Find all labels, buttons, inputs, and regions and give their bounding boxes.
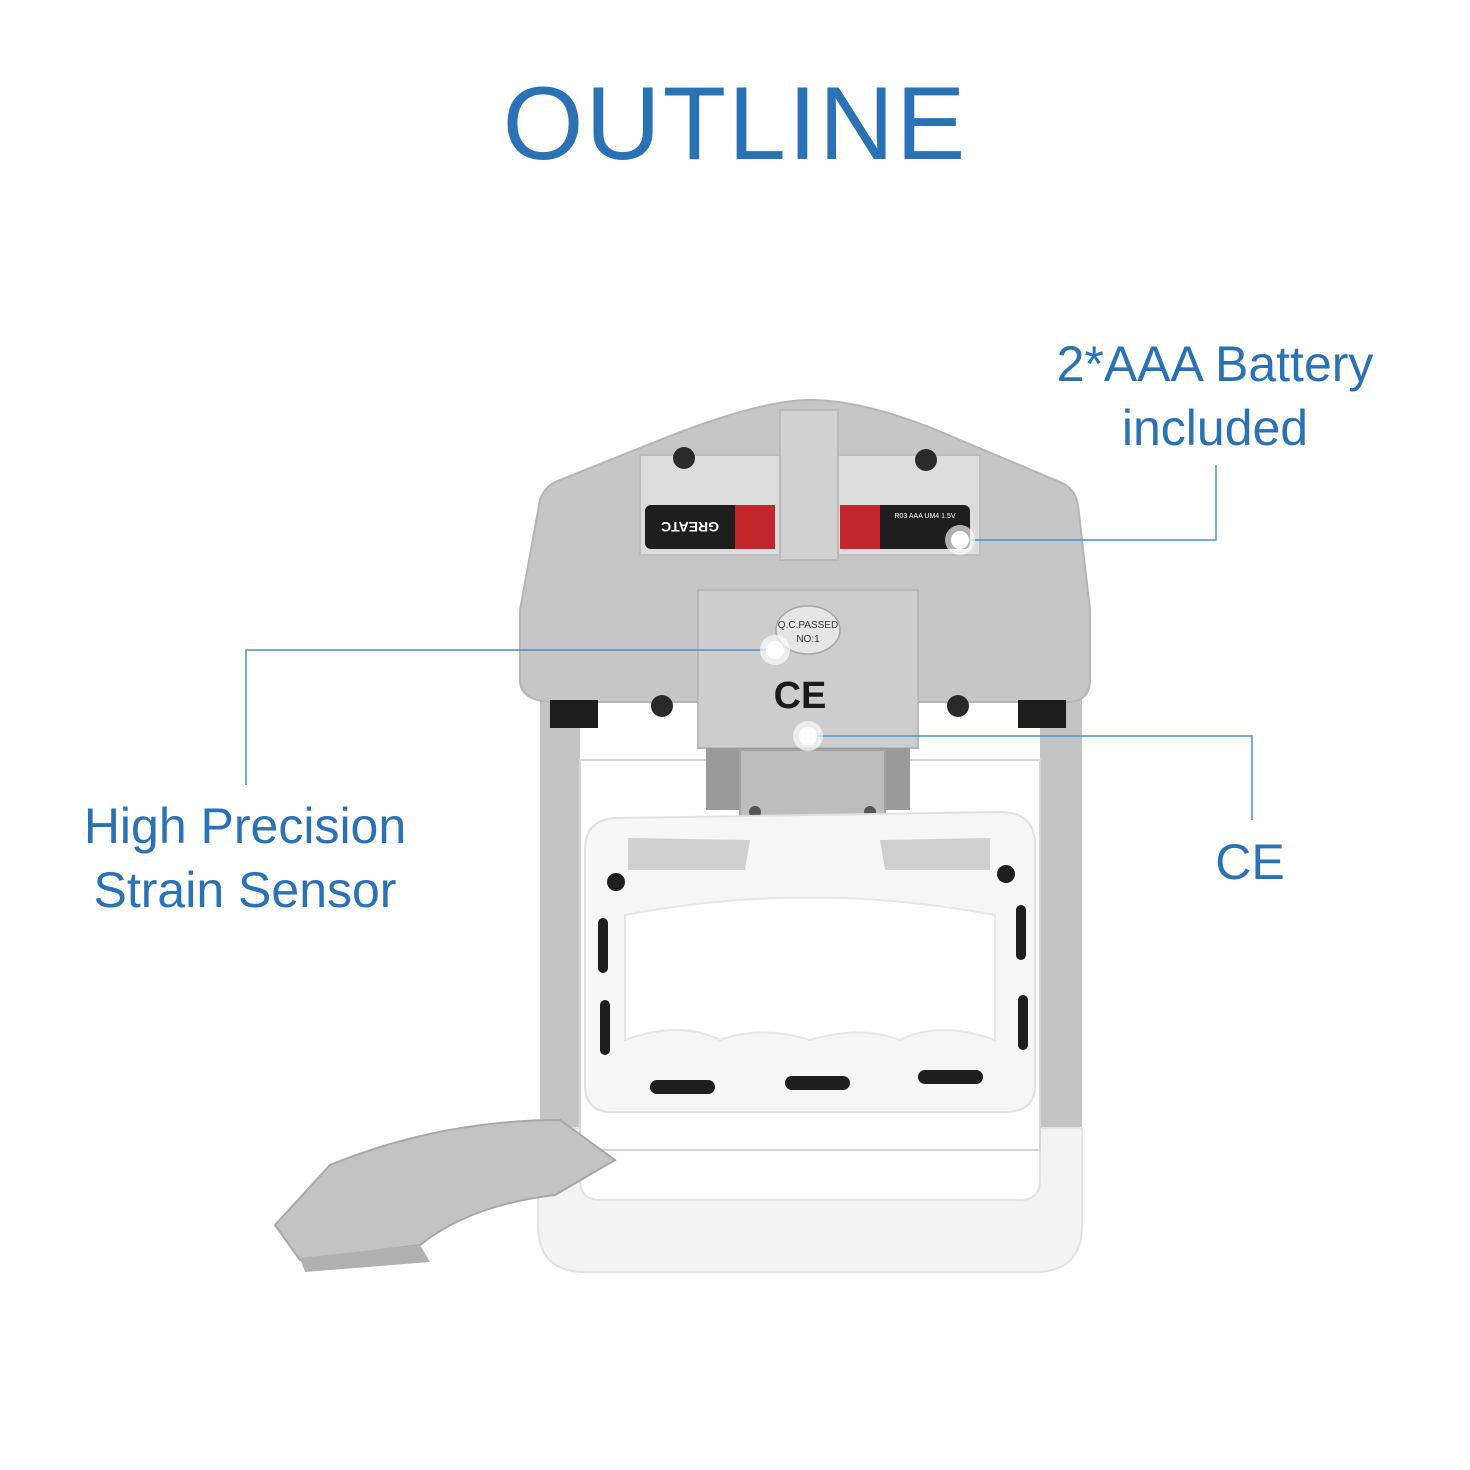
sensor-callout-line1: High Precision <box>83 798 407 854</box>
screw-icon <box>673 447 695 469</box>
battery-callout-line2: included <box>1121 400 1309 456</box>
screw-icon <box>947 695 969 717</box>
grip-handle <box>584 810 1036 1113</box>
battery-cover <box>273 1118 617 1272</box>
ce-callout-text: CE <box>1215 834 1285 890</box>
battery-callout-line1: 2*AAA Battery <box>1056 336 1374 392</box>
ce-mark: CE <box>774 675 827 717</box>
page-title: OUTLINE <box>502 66 968 182</box>
sensor-callout-label: High Precision Strain Sensor <box>40 794 450 922</box>
qc-sticker-line1: Q.C.PASSED <box>778 620 838 631</box>
ce-callout-label: CE <box>1190 830 1310 894</box>
device-head: GREATC R03 AAA UM4 1.5V Q.C.PASSED NO:1 … <box>519 398 1091 749</box>
screw-icon <box>651 695 673 717</box>
screw-icon <box>915 449 937 471</box>
callout-lines <box>245 465 1253 820</box>
battery-left-brand: GREATC <box>661 519 719 535</box>
battery-callout-label: 2*AAA Battery included <box>1030 332 1400 460</box>
device-frame <box>537 690 1083 1273</box>
battery-right-label: R03 AAA UM4 1.5V <box>894 513 955 520</box>
callout-markers <box>760 525 975 751</box>
qc-sticker <box>775 605 841 655</box>
sensor-callout-line2: Strain Sensor <box>93 862 397 918</box>
qc-sticker-line2: NO:1 <box>796 634 820 645</box>
